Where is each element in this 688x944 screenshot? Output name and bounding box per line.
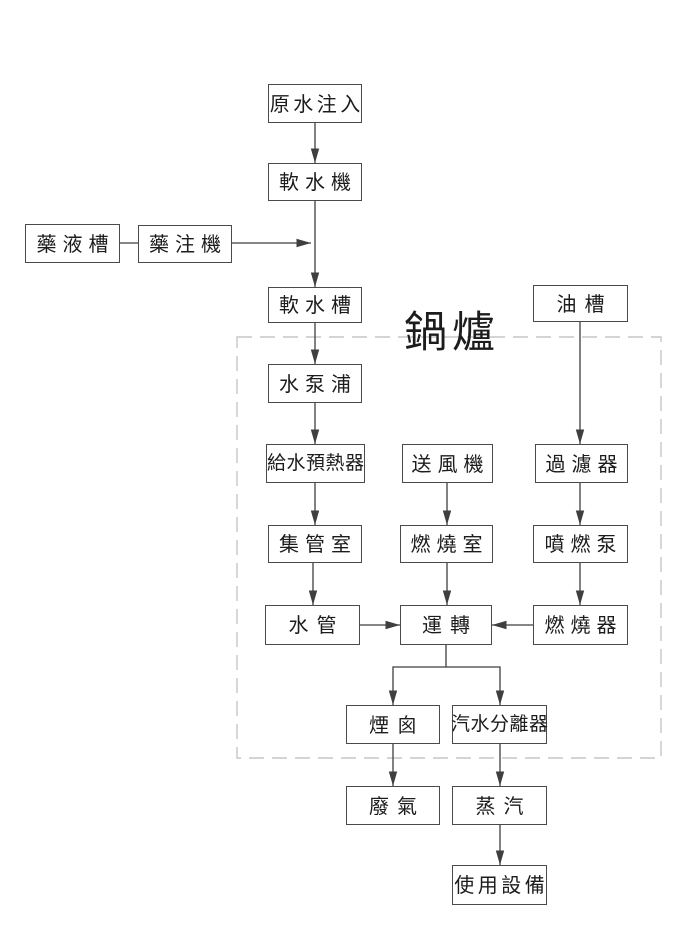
edge-group — [120, 123, 585, 865]
node-chimney: 煙囪 — [346, 705, 440, 744]
node-water-softener: 軟水機 — [268, 163, 362, 201]
node-water-tubes: 水管 — [265, 605, 360, 645]
boiler-boundary — [236, 336, 662, 759]
node-water-pump: 水泵浦 — [268, 364, 362, 403]
node-oil-tank: 油槽 — [533, 285, 628, 322]
edge-split-to-separator — [446, 666, 505, 705]
edge-split-to-chimney — [388, 666, 446, 705]
node-chemical-solution-tank: 藥液槽 — [25, 224, 120, 263]
node-soft-water-tank: 軟水槽 — [268, 287, 362, 323]
node-steam-water-separator: 汽水分離器 — [451, 705, 548, 744]
node-feedwater-preheater: 給水預熱器 — [266, 444, 365, 483]
node-operation: 運轉 — [400, 605, 492, 645]
node-steam: 蒸汽 — [452, 786, 547, 825]
node-filter: 過濾器 — [535, 444, 628, 483]
node-end-use-equipment: 使用設備 — [452, 865, 547, 905]
node-header-chamber: 集管室 — [268, 525, 362, 563]
node-burner: 燃燒器 — [533, 605, 628, 645]
node-raw-water-inlet: 原水注入 — [268, 84, 362, 123]
node-blower: 送風機 — [402, 444, 493, 483]
node-chemical-injector: 藥注機 — [138, 225, 232, 263]
node-exhaust-gas: 廢氣 — [346, 786, 440, 825]
node-combustion-chamber: 燃燒室 — [400, 525, 493, 563]
boiler-group-title: 鍋爐 — [404, 308, 500, 358]
boundary-group — [236, 336, 662, 759]
node-burner-pump: 噴燃泵 — [533, 525, 628, 563]
